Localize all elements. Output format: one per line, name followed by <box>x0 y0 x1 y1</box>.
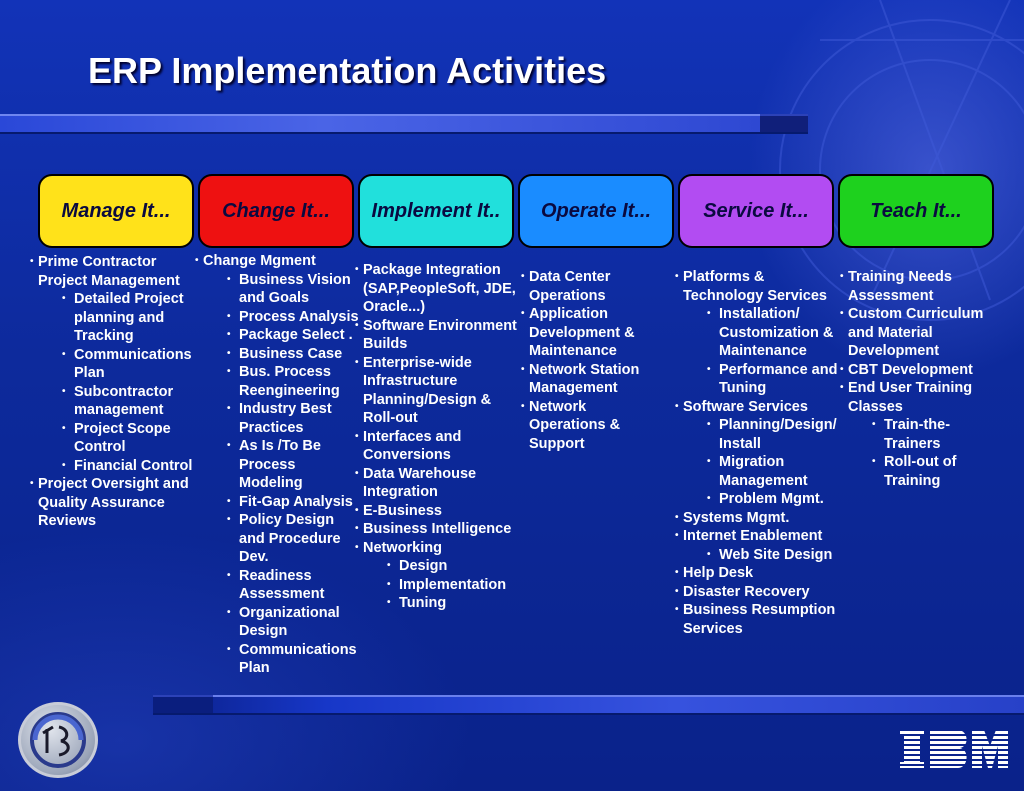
list-item: Interfaces and Conversions <box>355 428 517 465</box>
list-item: Custom Curriculum and Material Developme… <box>840 305 1000 361</box>
list-item: Prime Contractor Project Management Deta… <box>30 253 198 475</box>
sub-list-item: Roll-out of Training <box>870 453 1000 490</box>
sub-list-item: Process Analysis <box>225 308 359 327</box>
seal-logo-icon <box>18 702 98 778</box>
column-implement: Package Integration (SAP,PeopleSoft, JDE… <box>355 261 517 613</box>
list-item: Systems Mgmt. <box>675 509 841 528</box>
category-label: Manage It... <box>61 199 171 222</box>
list-item: Software Environment Builds <box>355 317 517 354</box>
list-item: Help Desk <box>675 564 841 583</box>
category-label: Operate It... <box>540 199 652 222</box>
sub-list-item: Business Vision and Goals <box>225 271 359 308</box>
list-item: Business Resumption Services <box>675 601 841 638</box>
sub-list-item: Design <box>385 557 517 576</box>
sub-list-item: Project Scope Control <box>60 420 198 457</box>
list-item: Application Development & Maintenance <box>521 305 661 361</box>
list-item: E-Business <box>355 502 517 521</box>
column-manage: Prime Contractor Project Management Deta… <box>30 253 198 531</box>
sub-list-item: Organizational Design <box>225 604 359 641</box>
sub-list-item: Business Case <box>225 345 359 364</box>
sub-list-item: Communications Plan <box>60 346 198 383</box>
sub-list-item: As Is /To Be Process Modeling <box>225 437 359 493</box>
footer-divider-bar-start <box>153 695 213 715</box>
category-label: Implement It.. <box>371 199 501 222</box>
category-change-it: Change It... <box>198 174 354 248</box>
sub-list-item: Performance and Tuning <box>705 361 841 398</box>
list-item: Data Warehouse Integration <box>355 465 517 502</box>
sub-list-item: Train-the-Trainers <box>870 416 1000 453</box>
category-label: Service It... <box>703 199 809 222</box>
category-implement-it: Implement It.. <box>358 174 514 248</box>
page-title: ERP Implementation Activities <box>88 50 607 91</box>
list-item: Internet Enablement Web Site Design <box>675 527 841 564</box>
sub-list-item: Tuning <box>385 594 517 613</box>
list-item: Network Station Management <box>521 361 661 398</box>
column-operate: Data Center Operations Application Devel… <box>521 268 661 453</box>
sub-list-item: Installation/ Customization & Maintenanc… <box>705 305 841 361</box>
list-item: Business Intelligence <box>355 520 517 539</box>
list-item: Project Oversight and Quality Assurance … <box>30 475 198 531</box>
column-change: Change Mgment Business Vision and Goals … <box>195 252 359 678</box>
sub-list-item: Detailed Project planning and Tracking <box>60 290 198 346</box>
category-label: Teach It... <box>870 199 962 222</box>
column-teach: Training Needs Assessment Custom Curricu… <box>840 268 1000 490</box>
ibm-logo-icon <box>900 726 1010 777</box>
footer-divider-bar <box>153 695 1024 715</box>
list-item: Networking Design Implementation Tuning <box>355 539 517 613</box>
sub-list-item: Package Select . <box>225 326 359 345</box>
column-service: Platforms & Technology Services Installa… <box>675 268 841 638</box>
sub-list-item: Communications Plan <box>225 641 359 678</box>
sub-list-item: Implementation <box>385 576 517 595</box>
sub-list-item: Policy Design and Procedure Dev. <box>225 511 359 567</box>
sub-list-item: Industry Best Practices <box>225 400 359 437</box>
list-item: Network Operations & Support <box>521 398 661 454</box>
sub-list-item: Financial Control <box>60 457 198 476</box>
sub-list-item: Problem Mgmt. <box>705 490 841 509</box>
category-teach-it: Teach It... <box>838 174 994 248</box>
title-divider-bar-end <box>760 114 808 134</box>
category-service-it: Service It... <box>678 174 834 248</box>
sub-list-item: Subcontractor management <box>60 383 198 420</box>
sub-list-item: Fit-Gap Analysis <box>225 493 359 512</box>
sub-list-item: Web Site Design <box>705 546 841 565</box>
list-item: Disaster Recovery <box>675 583 841 602</box>
list-item: End User Training Classes Train-the-Trai… <box>840 379 1000 490</box>
list-item: Package Integration (SAP,PeopleSoft, JDE… <box>355 261 517 317</box>
list-item: Platforms & Technology Services Installa… <box>675 268 841 398</box>
list-item: Data Center Operations <box>521 268 661 305</box>
title-divider-bar <box>0 114 808 134</box>
list-item: CBT Development <box>840 361 1000 380</box>
list-item: Software Services Planning/Design/ Insta… <box>675 398 841 509</box>
sub-list-item: Bus. Process Reengineering <box>225 363 359 400</box>
category-operate-it: Operate It... <box>518 174 674 248</box>
list-item: Change Mgment Business Vision and Goals … <box>195 252 359 678</box>
list-item: Enterprise-wide Infrastructure Planning/… <box>355 354 517 428</box>
list-item: Training Needs Assessment <box>840 268 1000 305</box>
category-label: Change It... <box>222 199 330 222</box>
sub-list-item: Readiness Assessment <box>225 567 359 604</box>
sub-list-item: Planning/Design/ Install <box>705 416 841 453</box>
sub-list-item: Migration Management <box>705 453 841 490</box>
category-manage-it: Manage It... <box>38 174 194 248</box>
